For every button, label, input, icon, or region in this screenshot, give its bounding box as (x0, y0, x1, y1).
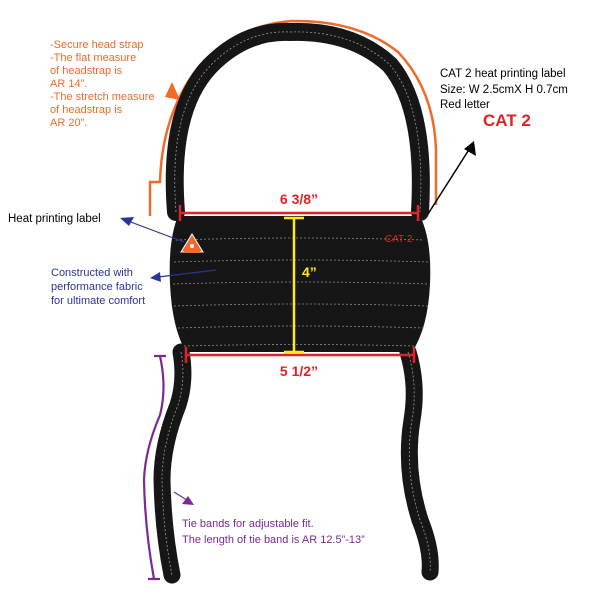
fabric-note-line: Constructed with (51, 267, 133, 279)
headstrap-note-line: of headstrap is (50, 65, 123, 77)
cat2-big-label: CAT 2 (483, 111, 531, 130)
fabric-note-line: performance fabric (51, 281, 143, 293)
tie-arrow-head (182, 496, 194, 505)
headstrap-note-line: AR 20”. (50, 117, 87, 129)
tie-band-measure (142, 354, 166, 581)
cat2-note: CAT 2 heat printing label Size: W 2.5cmX… (440, 68, 571, 111)
left-tie-band (153, 343, 192, 584)
height-measure (284, 216, 304, 354)
height-label: 4” (302, 264, 317, 280)
mask-cat2-label: CAT 2 (385, 234, 413, 245)
top-width-label: 6 3/8” (280, 191, 318, 207)
bottom-width-label: 5 1/2” (280, 363, 318, 379)
heat-label-arrow-head (120, 217, 134, 226)
tie-note: Tie bands for adjustable fit. The length… (182, 518, 365, 546)
fabric-note-line: for ultimate comfort (51, 295, 145, 307)
cat2-arrow-line (427, 147, 471, 215)
headstrap-note-line: of headstrap is (50, 104, 123, 116)
warning-triangle-icon (180, 233, 204, 253)
headstrap-note-line: -The flat measure (50, 52, 136, 64)
headstrap-arrow-head (165, 82, 180, 100)
headstrap-measure-line (148, 19, 438, 216)
headstrap-note-line: -Secure head strap (50, 39, 144, 51)
tie-note-line: Tie bands for adjustable fit. (182, 518, 314, 530)
head-strap (165, 22, 430, 221)
cat2-note-line: Red letter (440, 99, 490, 111)
mask-body (169, 216, 431, 352)
heat-label-arrow-line (127, 220, 185, 243)
right-tie-band (399, 343, 439, 581)
headstrap-note-line: -The stretch measure (50, 91, 155, 103)
headstrap-note: -Secure head strap -The flat measure of … (50, 39, 158, 129)
mask-pleats (172, 237, 430, 347)
top-width-measure (178, 205, 420, 221)
heat-label-note: Heat printing label (8, 213, 101, 225)
cat2-arrow-head (464, 141, 476, 156)
fabric-arrow-line (157, 269, 217, 278)
cat2-note-line: CAT 2 heat printing label (440, 68, 566, 80)
bottom-width-measure (184, 347, 416, 363)
left-tie-band-stitch (161, 351, 184, 576)
fabric-arrow-head (150, 272, 161, 282)
headstrap-note-line: AR 14”. (50, 78, 87, 90)
cat2-note-line: Size: W 2.5cmX H 0.7cm (440, 84, 568, 96)
head-strap-stitch (174, 31, 422, 213)
fabric-note: Constructed with performance fabric for … (51, 267, 146, 307)
tie-note-line: The length of tie band is AR 12.5”-13” (182, 534, 365, 546)
